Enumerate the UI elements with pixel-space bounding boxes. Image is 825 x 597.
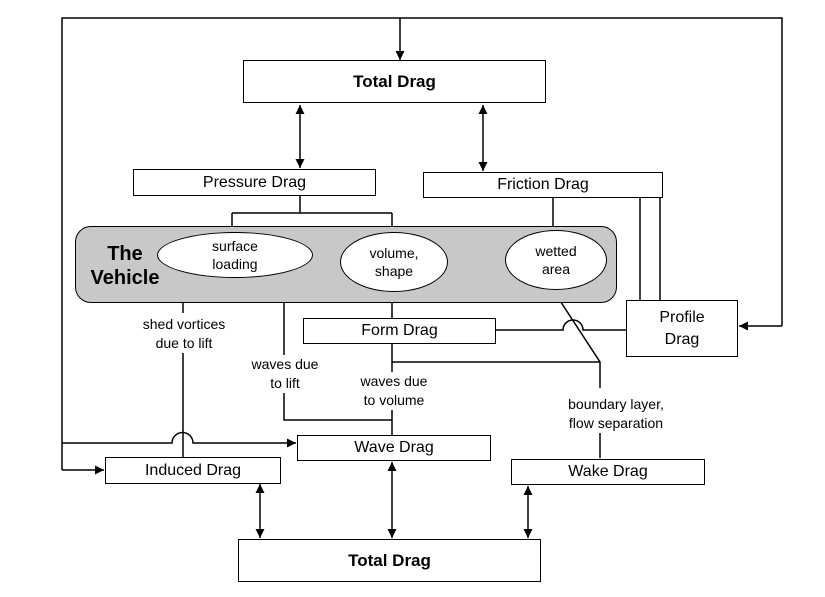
note-shed-vortices: shed vortices due to lift xyxy=(130,315,238,353)
wetted-to-boundary xyxy=(552,289,601,388)
note-waves-due-to-volume: waves due to volume xyxy=(346,372,442,410)
outer-loop-line xyxy=(61,17,783,470)
note-boundary-layer: boundary layer, flow separation xyxy=(553,395,679,433)
friction-drag-box: Friction Drag xyxy=(423,172,663,198)
pressure-branch xyxy=(231,196,393,232)
wake-drag-box: Wake Drag xyxy=(511,459,705,485)
left-to-wave-drag xyxy=(62,431,296,448)
form-to-profile xyxy=(495,319,626,331)
form-drag-box: Form Drag xyxy=(303,318,496,344)
wave-drag-box: Wave Drag xyxy=(297,435,491,461)
vehicle-label: The Vehicle xyxy=(90,243,160,289)
total-drag-top-box: Total Drag xyxy=(243,60,546,103)
ellipse-surface-loading: surface loading xyxy=(157,232,313,278)
total-drag-bottom-box: Total Drag xyxy=(238,539,541,582)
induced-drag-box: Induced Drag xyxy=(105,457,281,484)
pressure-drag-box: Pressure Drag xyxy=(133,169,376,196)
ellipse-wetted-area: wetted area xyxy=(505,230,607,290)
note-waves-due-to-lift: waves due to lift xyxy=(240,355,330,393)
waves-lift-down xyxy=(283,392,392,421)
profile-drag-box: Profile Drag xyxy=(626,300,738,357)
ellipse-volume-shape: volume, shape xyxy=(340,232,448,292)
